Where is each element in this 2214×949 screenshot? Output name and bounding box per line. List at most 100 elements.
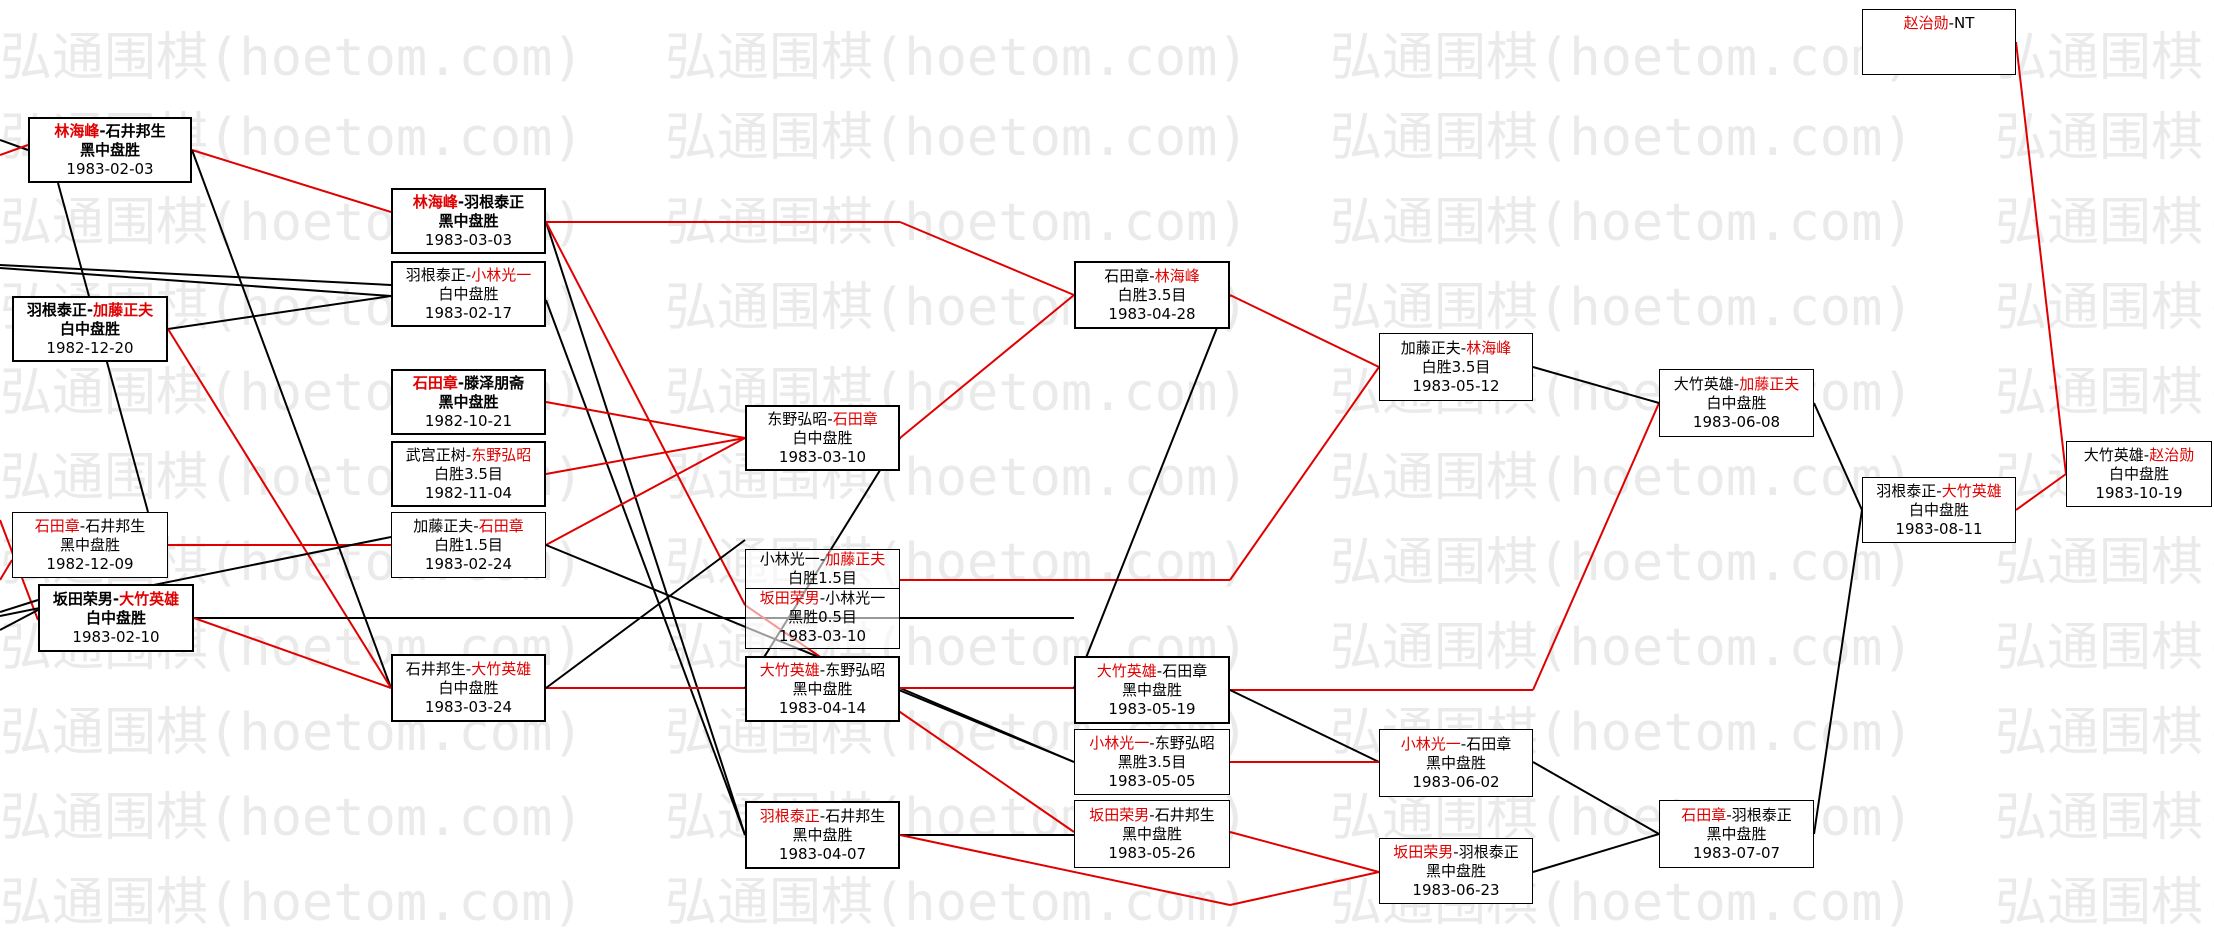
game-date: 1982-10-21 [424, 411, 513, 430]
game-box[interactable]: 小林光一-东野弘昭 黑胜3.5目 1983-05-05 [1074, 729, 1230, 795]
game-box[interactable]: 坂田荣男-大竹英雄 白中盘胜 1983-02-10 [38, 584, 194, 652]
bracket-connector [899, 834, 1231, 906]
game-date: 1983-02-17 [424, 303, 513, 322]
game-box[interactable]: 大竹英雄-赵治勋 白中盘胜 1983-10-19 [2066, 441, 2212, 507]
game-box[interactable]: 赵治勋-NT [1862, 9, 2016, 75]
game-date: 1983-05-19 [1108, 699, 1196, 718]
bracket-connector [1532, 366, 1660, 404]
game-box[interactable]: 坂田荣男-石井邦生 黑中盘胜 1983-05-26 [1074, 800, 1230, 868]
player-black: 坂田荣男 [52, 589, 113, 608]
game-result: 白胜1.5目 [434, 535, 503, 554]
game-box[interactable]: 石田章-石井邦生 黑中盘胜 1982-12-09 [12, 512, 168, 578]
player-white: 羽根泰正 [1731, 805, 1792, 824]
player-black: 羽根泰正 [759, 806, 820, 825]
player-black: 大竹英雄 [1673, 374, 1734, 393]
game-box[interactable]: 加藤正夫-林海峰 白胜3.5目 1983-05-12 [1379, 333, 1533, 401]
game-result: 黑中盘胜 [59, 535, 120, 554]
game-box[interactable]: 石田章-滕泽朋斋 黑中盘胜 1982-10-21 [391, 369, 546, 435]
game-box[interactable]: 石田章-羽根泰正 黑中盘胜 1983-07-07 [1659, 800, 1814, 868]
player-white: 石井邦生 [105, 121, 166, 140]
player-white: 石田章 [1162, 661, 1208, 680]
game-box[interactable]: 大竹英雄-加藤正夫 白中盘胜 1983-06-08 [1659, 369, 1814, 437]
game-box[interactable]: 大竹英雄-东野弘昭 黑中盘胜 1983-04-14 [745, 656, 900, 722]
game-result: 黑中盘胜 [792, 825, 853, 844]
player-white: 石井邦生 [85, 516, 146, 535]
bracket-connector [545, 221, 746, 836]
player-white: 东野弘昭 [825, 660, 886, 679]
player-black: 石井邦生 [405, 659, 466, 678]
game-result: 白中盘胜 [59, 319, 120, 338]
player-black: 羽根泰正 [405, 265, 466, 284]
game-date: 1983-04-14 [778, 698, 867, 717]
bracket-connector [1229, 294, 1380, 368]
bracket-connector [899, 294, 1075, 439]
bracket-connector [0, 139, 29, 151]
game-box[interactable]: 羽根泰正-小林光一 白中盘胜 1983-02-17 [391, 261, 546, 327]
game-box[interactable]: 羽根泰正-大竹英雄 白中盘胜 1983-08-11 [1862, 477, 2016, 543]
game-box[interactable]: 大竹英雄-石田章 黑中盘胜 1983-05-19 [1074, 656, 1230, 724]
player-black: 东野弘昭 [767, 409, 828, 428]
game-result: 白中盘胜 [438, 678, 499, 697]
player-white: 石井邦生 [825, 806, 886, 825]
bracket-connector [2015, 41, 2067, 475]
bracket-connector [899, 221, 1075, 296]
player-black: 大竹英雄 [1096, 661, 1157, 680]
player-white: 石田章 [478, 516, 524, 535]
player-white: 赵治勋 [2149, 445, 2195, 464]
game-box[interactable]: 羽根泰正-加藤正夫 白中盘胜 1982-12-20 [12, 296, 168, 362]
player-black: 加藤正夫 [413, 516, 474, 535]
player-black: 石田章 [1104, 266, 1150, 285]
game-result: 白胜1.5目 [788, 569, 857, 587]
player-black: 坂田荣男 [759, 589, 820, 607]
player-white: 羽根泰正 [1458, 842, 1519, 861]
game-box[interactable]: 坂田荣男-小林光一 黑胜0.5目 1983-03-10 [745, 588, 900, 649]
game-box[interactable]: 小林光一-石田章 黑中盘胜 1983-06-02 [1379, 729, 1533, 797]
bracket-connector [1229, 689, 1380, 763]
game-date: 1982-12-20 [46, 338, 134, 357]
bracket-connector [0, 599, 39, 613]
player-white: 东野弘昭 [1154, 733, 1215, 752]
bracket-connector [545, 437, 746, 475]
player-black: 小林光一 [759, 550, 820, 568]
game-box[interactable]: 石井邦生-大竹英雄 白中盘胜 1983-03-24 [391, 654, 546, 722]
player-white: 小林光一 [471, 265, 532, 284]
bracket-connector [1073, 294, 1231, 689]
game-box[interactable]: 林海峰-羽根泰正 黑中盘胜 1983-03-03 [391, 188, 546, 254]
bracket-connector [0, 264, 392, 286]
game-box[interactable]: 加藤正夫-石田章 白胜1.5目 1983-02-24 [391, 512, 546, 578]
player-black: 坂田荣男 [1393, 842, 1454, 861]
game-result: 白中盘胜 [1706, 393, 1767, 412]
game-date: 1983-02-03 [66, 159, 154, 178]
game-box[interactable]: 东野弘昭-石田章 白中盘胜 1983-03-10 [745, 405, 900, 471]
game-result: 黑胜0.5目 [788, 608, 857, 626]
player-white: 大竹英雄 [1941, 481, 2002, 500]
player-black: 赵治勋 [1903, 14, 1949, 32]
bracket-connector [0, 609, 39, 631]
game-box[interactable]: 武宫正树-东野弘昭 白胜3.5目 1982-11-04 [391, 441, 546, 507]
game-box[interactable]: 石田章-林海峰 白胜3.5目 1983-04-28 [1074, 261, 1230, 329]
player-white: 林海峰 [1154, 266, 1200, 285]
player-black: 小林光一 [1400, 734, 1461, 753]
game-date: 1983-06-23 [1412, 880, 1500, 899]
game-box[interactable]: 坂田荣男-羽根泰正 黑中盘胜 1983-06-23 [1379, 838, 1533, 904]
bracket-connector [1532, 761, 1660, 835]
game-result: 黑中盘胜 [79, 140, 140, 159]
game-result: 黑中盘胜 [438, 211, 499, 230]
game-date: 1983-02-24 [424, 554, 513, 573]
game-result: 白中盘胜 [1908, 500, 1969, 519]
game-box[interactable]: 羽根泰正-石井邦生 黑中盘胜 1983-04-07 [745, 801, 900, 869]
bracket-connector [545, 221, 746, 606]
game-result: 白胜3.5目 [1117, 285, 1187, 304]
game-box[interactable]: 小林光一-加藤正夫 白胜1.5目 [745, 549, 900, 589]
player-white: 加藤正夫 [93, 300, 154, 319]
player-white: 石田章 [1466, 734, 1512, 753]
bracket-connector [191, 149, 392, 213]
player-white: 滕泽朋斋 [464, 373, 525, 392]
player-black: 小林光一 [1089, 733, 1150, 752]
player-white: 大竹英雄 [119, 589, 180, 608]
player-black: 大竹英雄 [759, 660, 820, 679]
game-result: 黑中盘胜 [792, 679, 853, 698]
game-box[interactable]: 林海峰-石井邦生 黑中盘胜 1983-02-03 [28, 117, 192, 183]
game-date: 1983-07-07 [1692, 843, 1781, 862]
player-white: 东野弘昭 [471, 445, 532, 464]
